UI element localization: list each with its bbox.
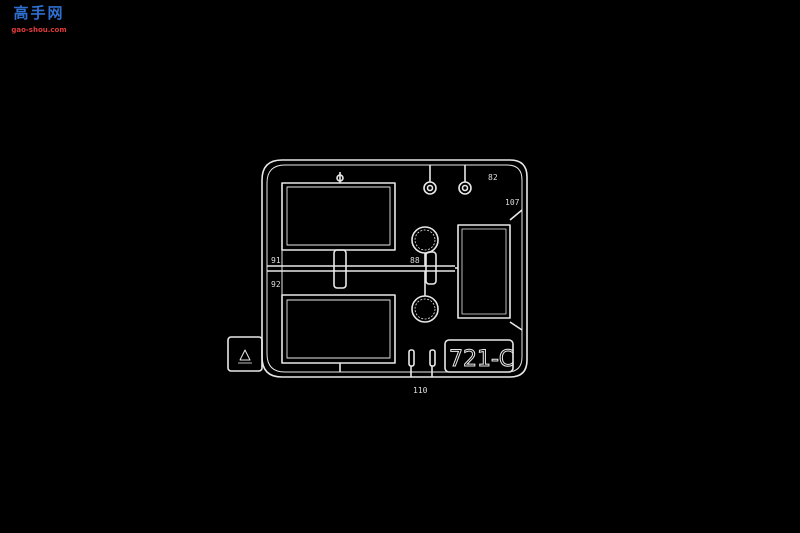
window-part-bottom — [281, 294, 396, 372]
side-panel-part — [455, 209, 523, 331]
watermark-url: gao-shou.com — [11, 26, 67, 34]
part-number-91: 91 — [271, 256, 281, 265]
watermark-title: 高手网 — [13, 4, 65, 22]
knob-parts — [423, 165, 472, 195]
window-part-top — [281, 172, 396, 251]
part-number-82: 82 — [488, 173, 498, 182]
pin-parts — [408, 349, 436, 377]
recycle-tab — [227, 336, 263, 372]
central-runner — [267, 249, 455, 295]
part-number-88: 88 — [410, 256, 420, 265]
sprue-outline — [227, 159, 528, 378]
sprue-code-box — [444, 339, 514, 373]
part-number-92: 92 — [271, 280, 281, 289]
part-number-110: 110 — [413, 386, 428, 395]
sprue-code: 721-C — [449, 347, 514, 372]
watermark-logo: 高手网 gao-shou.com — [4, 4, 74, 40]
part-number-107: 107 — [505, 198, 520, 207]
lens-parts — [411, 226, 439, 323]
